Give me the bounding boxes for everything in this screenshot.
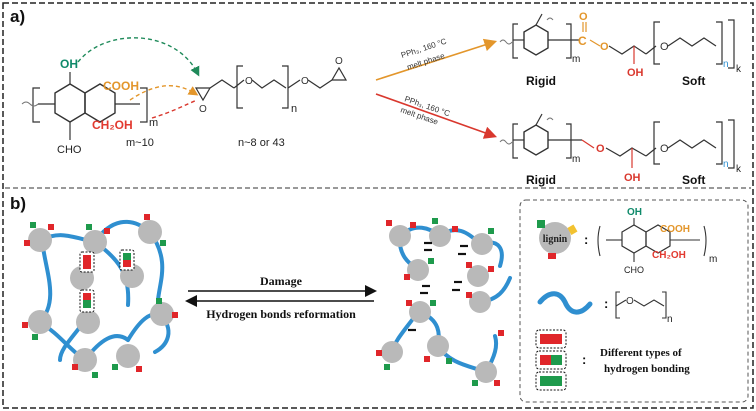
legend-peg-chain-icon xyxy=(537,291,593,315)
product-top-n-subscript: n xyxy=(723,59,729,70)
svg-text:O: O xyxy=(301,76,309,87)
peg-n-subscript: n xyxy=(291,103,297,115)
legend-m-subscript: m xyxy=(709,254,717,265)
dashed-arrow-teal xyxy=(77,37,200,77)
monomer-m-value: m~10 xyxy=(126,137,154,149)
product-bottom-m-subscript: m xyxy=(572,154,580,165)
network-intact xyxy=(22,214,178,378)
legend-colon-2: : xyxy=(604,296,608,311)
legend-lignin-node xyxy=(537,220,578,259)
svg-text:O: O xyxy=(660,143,669,155)
legend-peg-structure: O xyxy=(615,291,667,319)
legend-hbond-text-2: hydrogen bonding xyxy=(604,363,690,375)
legend-cooh-label: COOH xyxy=(660,224,690,235)
svg-text:O: O xyxy=(199,104,207,115)
product-top-k-subscript: k xyxy=(736,64,742,75)
product-top-m-subscript: m xyxy=(572,54,580,65)
svg-text:O: O xyxy=(579,11,588,23)
dashed-arrow-orange xyxy=(129,85,199,101)
monomer-cooh-label: COOH xyxy=(103,79,139,93)
reaction-arrow-top xyxy=(375,38,498,81)
reformation-label: Hydrogen bonds reformation xyxy=(206,307,356,321)
product-bottom-soft: Soft xyxy=(682,173,705,187)
svg-text:O: O xyxy=(600,41,609,53)
peg-n-value: n~8 or 43 xyxy=(238,137,285,149)
legend-ch2oh-label: CH₂OH xyxy=(652,250,686,261)
legend-n-subscript: n xyxy=(667,314,673,325)
legend-lignin-structure xyxy=(597,218,707,262)
network-damaged xyxy=(376,218,512,386)
panel-b-label: b) xyxy=(10,194,26,213)
svg-text:O: O xyxy=(660,41,669,53)
legend-hbond-text-1: Different types of xyxy=(600,347,682,359)
product-bottom-k-subscript: k xyxy=(736,164,742,175)
legend-lignin-label: lignin xyxy=(543,234,568,245)
dashed-arrow-red xyxy=(151,99,198,119)
svg-text:C: C xyxy=(578,34,587,48)
monomer-cho-label: CHO xyxy=(57,144,82,156)
legend-box xyxy=(519,199,749,403)
svg-text:O: O xyxy=(626,296,634,307)
product-bottom-structure: O O xyxy=(499,113,735,169)
monomer-m-subscript: m xyxy=(149,117,158,129)
damage-label: Damage xyxy=(260,274,303,288)
product-top-oh: OH xyxy=(627,67,644,79)
product-bottom-n-subscript: n xyxy=(723,159,729,170)
product-top-soft: Soft xyxy=(682,74,705,88)
reaction-arrow-bottom xyxy=(375,93,498,139)
legend-colon-3: : xyxy=(582,352,586,367)
svg-text:O: O xyxy=(245,76,253,87)
product-top-structure: C O O O xyxy=(499,11,735,69)
product-top-rigid: Rigid xyxy=(526,74,556,88)
panel-a-label: a) xyxy=(10,7,25,26)
diepoxide-peg: O O O O xyxy=(194,56,348,115)
legend-hbond-types xyxy=(535,329,567,391)
svg-text:O: O xyxy=(596,143,605,155)
legend-colon-1: : xyxy=(584,232,588,247)
legend-oh-label: OH xyxy=(627,207,642,218)
product-bottom-rigid: Rigid xyxy=(526,173,556,187)
lignin-monomer xyxy=(21,72,148,140)
monomer-oh-label: OH xyxy=(60,57,78,71)
product-bottom-oh: OH xyxy=(624,172,641,184)
legend-cho-label: CHO xyxy=(624,265,644,275)
svg-text:O: O xyxy=(335,56,343,67)
monomer-ch2oh-label: CH₂OH xyxy=(92,118,133,132)
